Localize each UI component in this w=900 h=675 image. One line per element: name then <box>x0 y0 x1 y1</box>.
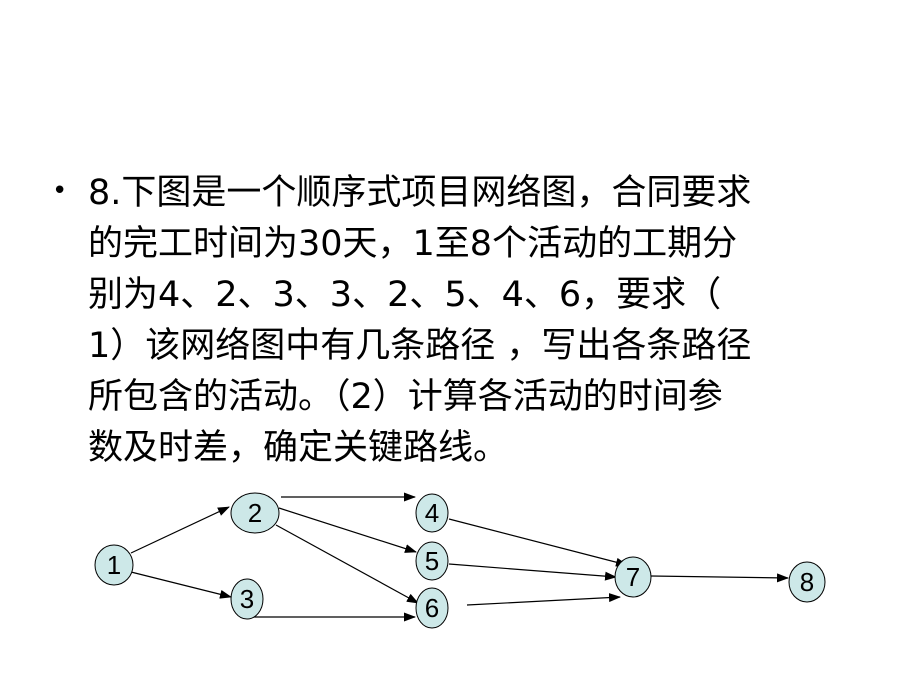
node-circle <box>415 587 449 629</box>
question-line: 的完工时间为30天，1至8个活动的工期分 <box>88 224 738 264</box>
node-label: 3 <box>240 584 254 614</box>
edge-6-to-7 <box>466 593 621 606</box>
node-circle <box>614 556 652 598</box>
node-label: 6 <box>425 593 439 623</box>
edge-2-to-5 <box>278 507 417 553</box>
node-circle <box>415 541 449 581</box>
node-circle <box>788 561 826 603</box>
node-label: 1 <box>107 550 121 580</box>
node-label: 4 <box>425 498 439 528</box>
node-5: 5 <box>415 541 449 581</box>
edge-7-to-8 <box>650 573 789 583</box>
node-circle <box>230 578 264 620</box>
edge-2-to-6 <box>275 524 419 604</box>
node-label: 2 <box>248 498 262 528</box>
node-6: 6 <box>415 587 449 629</box>
edge-1-to-2 <box>130 506 230 554</box>
edge-5-to-7 <box>448 563 617 581</box>
node-2: 2 <box>230 492 280 534</box>
question-line: 所包含的活动。（2）计算各活动的时间参 <box>88 377 723 417</box>
bullet-icon: • <box>52 176 68 206</box>
node-circle <box>230 492 280 534</box>
node-4: 4 <box>415 493 449 533</box>
edges <box>130 492 789 622</box>
edge-1-to-3 <box>130 571 232 599</box>
edge-4-to-7 <box>448 518 628 567</box>
node-label: 8 <box>800 567 814 597</box>
question-text: 8.下图是一个顺序式项目网络图，合同要求 的完工时间为30天，1至8个活动的工期… <box>88 168 858 474</box>
node-label: 7 <box>626 562 640 592</box>
nodes: 1 2 3 4 5 6 7 8 <box>94 492 826 629</box>
node-1: 1 <box>94 544 134 586</box>
node-7: 7 <box>614 556 652 598</box>
node-3: 3 <box>230 578 264 620</box>
question-line: 数及时差，确定关键路线。 <box>88 428 509 468</box>
node-circle <box>415 493 449 533</box>
node-label: 5 <box>425 546 439 576</box>
question-line: 别为4、2、3、3、2、5、4、6，要求（ <box>88 275 722 315</box>
node-8: 8 <box>788 561 826 603</box>
node-circle <box>94 544 134 586</box>
question-line: 1）该网络图中有几条路径 ，写出各条路径 <box>88 326 752 366</box>
question-line: 8.下图是一个顺序式项目网络图，合同要求 <box>88 173 752 213</box>
